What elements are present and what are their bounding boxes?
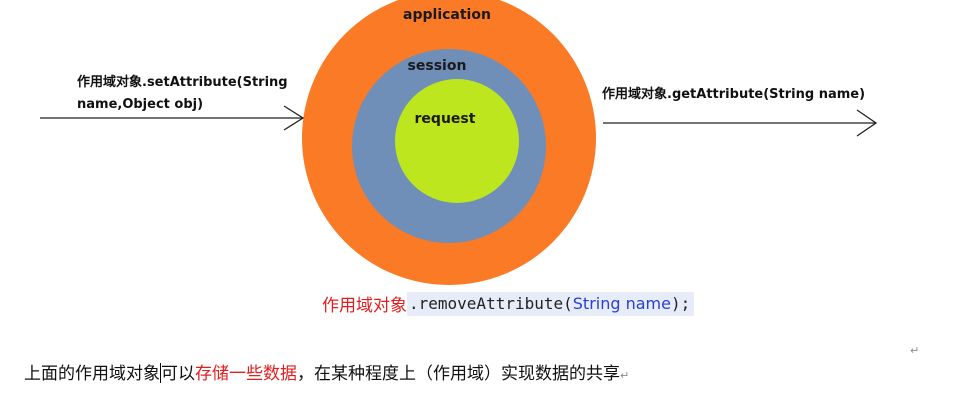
session-label: session xyxy=(408,58,467,74)
caption-text: 上面的作用域对象可以存储一些数据，在某种程度上（作用域）实现数据的共享↵ xyxy=(24,359,629,384)
application-label: application xyxy=(403,7,491,23)
set-arrow-head xyxy=(283,105,305,131)
text-cursor xyxy=(160,363,161,383)
remove-method: .removeAttribute( xyxy=(409,293,573,313)
remove-arg: String name xyxy=(572,293,671,313)
paragraph-mark: ↵ xyxy=(620,369,630,382)
caption-part1: 上面的作用域对象 xyxy=(24,364,160,384)
remove-code: .removeAttribute(String name); xyxy=(407,291,695,316)
remove-suffix: ); xyxy=(670,293,691,313)
request-circle xyxy=(395,79,519,203)
get-attribute-label: 作用域对象.getAttribute(String name) xyxy=(602,87,866,102)
set-attribute-line2: name,Object obj) xyxy=(77,97,204,112)
remove-attribute-label: 作用域对象 .removeAttribute(String name); xyxy=(322,290,695,317)
get-arrow-head xyxy=(856,109,878,137)
caption-part4: ，在某种程度上（作用域）实现数据的共享 xyxy=(297,364,620,384)
set-attribute-label: 作用域对象.setAttribute(String name,Object ob… xyxy=(77,72,288,116)
caption-part2: 可以 xyxy=(161,364,195,384)
remove-prefix: 作用域对象 xyxy=(322,296,407,316)
paragraph-mark-top: ↵ xyxy=(910,344,920,357)
caption-highlight: 存储一些数据 xyxy=(195,364,297,384)
set-attribute-line1: 作用域对象.setAttribute(String xyxy=(77,75,288,90)
request-label: request xyxy=(415,111,476,127)
